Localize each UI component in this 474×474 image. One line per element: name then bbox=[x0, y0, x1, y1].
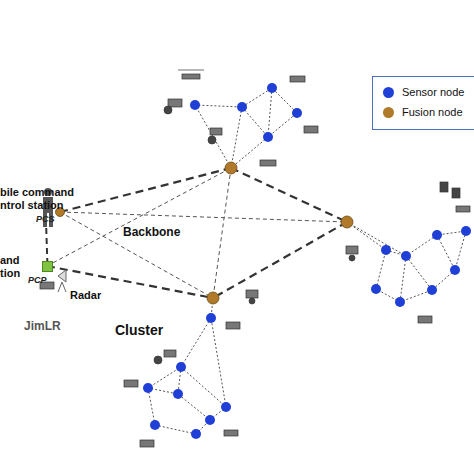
text-label: Radar bbox=[70, 289, 120, 302]
command-post-box: PCP bbox=[42, 261, 53, 272]
text-label: Backbone bbox=[123, 226, 193, 240]
legend-row: Fusion node bbox=[383, 106, 463, 118]
text-label: bile command ntrol station bbox=[0, 186, 80, 211]
legend-swatch bbox=[383, 107, 394, 118]
legend-text: Sensor node bbox=[402, 86, 464, 98]
text-label: JimLR bbox=[24, 320, 74, 334]
text-label: and tion bbox=[0, 254, 26, 279]
legend-swatch bbox=[383, 87, 394, 98]
legend-text: Fusion node bbox=[402, 106, 463, 118]
fusion-node-label: PCS bbox=[36, 214, 56, 228]
legend-row: Sensor node bbox=[383, 86, 464, 98]
text-label: Cluster bbox=[115, 322, 185, 338]
node-text: PCS bbox=[36, 214, 55, 224]
legend-box: Sensor nodeFusion node bbox=[372, 76, 474, 130]
node-text: PCP bbox=[28, 275, 47, 285]
backbone-link bbox=[46, 228, 47, 261]
